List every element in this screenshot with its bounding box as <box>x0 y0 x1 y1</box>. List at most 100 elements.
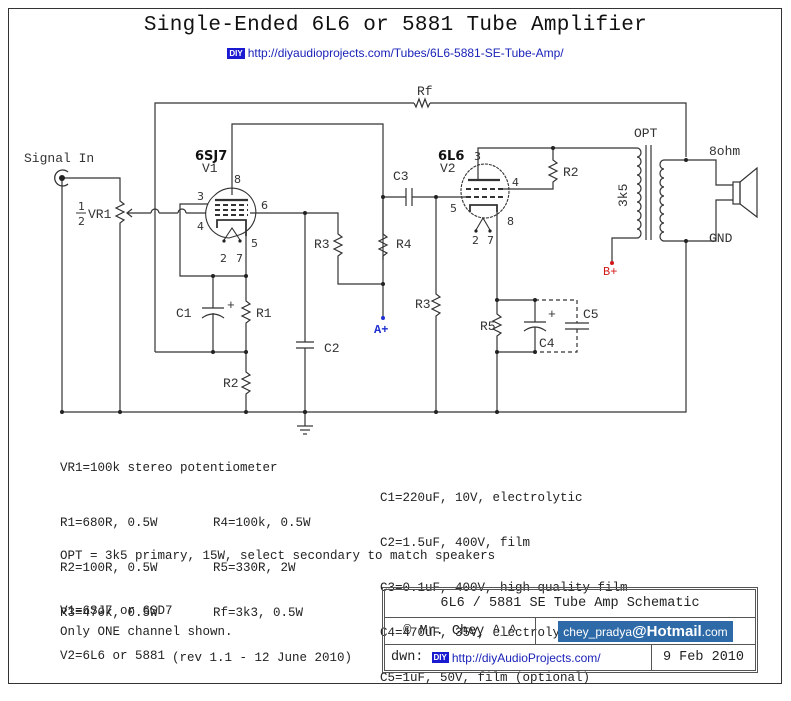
junction-dot <box>495 350 499 354</box>
junction-dot <box>381 195 385 199</box>
v2-pin-5: 5 <box>450 202 457 215</box>
r2-stage1-label: R2 <box>223 376 239 391</box>
heater-pin-dot <box>222 239 226 243</box>
r1-symbol <box>240 296 252 352</box>
r3-stage1-symbol <box>332 232 383 285</box>
notes-resistors-right: R4=100k, 0.5W R5=330R, 2W Rf=3k3, 0.5W <box>213 486 311 636</box>
diy-audio-projects-link[interactable]: http://diyAudioProjects.com/ <box>451 650 601 665</box>
email-at: @ <box>632 622 647 640</box>
v1-pin-4: 4 <box>197 220 204 233</box>
email-user: chey_pradya <box>563 624 633 639</box>
speaker-wire-bottom <box>664 199 733 242</box>
signal-in-label: Signal In <box>24 151 94 166</box>
junction-dot <box>381 282 385 286</box>
junction-dot <box>684 158 688 162</box>
rf-resistor-symbol <box>413 97 431 109</box>
junction-dots <box>60 146 688 414</box>
wiper-arrow <box>126 208 133 218</box>
c2-label: C2 <box>324 341 340 356</box>
junction-dot <box>303 410 307 414</box>
v2-pin-2: 2 <box>472 234 479 247</box>
b-plus-label: B+ <box>603 265 617 279</box>
speaker-cone-icon <box>739 166 758 219</box>
title-block: 6L6 / 5881 SE Tube Amp Schematic © Mr. C… <box>382 587 758 673</box>
v1-pin-7: 7 <box>236 252 243 265</box>
junction-dot <box>244 350 248 354</box>
author: © Mr. Chey ^_^ <box>403 623 517 639</box>
page-frame <box>8 8 782 684</box>
v1-type-label: 6SJ7 <box>195 149 227 164</box>
heater-pin-dot <box>238 239 242 243</box>
diy-logo-icon: DIY <box>227 48 245 59</box>
note-v2: V2=6L6 or 5881 <box>60 649 166 663</box>
vr1-label: VR1 <box>88 207 112 222</box>
junction-dot <box>551 146 555 150</box>
rf-label: Rf <box>417 84 433 99</box>
note-r1: R1=680R, 0.5W <box>60 516 158 530</box>
c4-plus: + <box>548 307 556 322</box>
speaker-magnet <box>732 181 741 205</box>
source-url-link[interactable]: http://diyaudioprojects.com/Tubes/6L6-58… <box>247 46 564 60</box>
feedback-wire-left <box>154 102 414 352</box>
r2-stage2-symbol <box>503 148 559 190</box>
tube-v2-heater <box>475 216 491 231</box>
junction-dot <box>434 195 438 199</box>
v2-type-label: 6L6 <box>438 149 464 164</box>
speaker-impedance-label: 8ohm <box>709 144 740 159</box>
junction-dot <box>684 239 688 243</box>
note-r5: R5=330R, 2W <box>213 561 296 575</box>
r5-symbol <box>491 210 503 412</box>
note-rf: Rf=3k3, 0.5W <box>213 606 304 620</box>
junction-dot <box>495 298 499 302</box>
junction-dot <box>533 350 537 354</box>
vr1-potentiometer-symbol <box>114 197 126 412</box>
tube-v1 <box>205 187 257 241</box>
c1-plus: + <box>227 298 235 313</box>
c3-label: C3 <box>393 169 409 184</box>
note-r3: R3=470k, 0.5W <box>60 606 158 620</box>
vr1-fraction-den: 2 <box>78 215 85 228</box>
notes-tubes: V1=6SJ7 or 6SD7 V2=6L6 or 5881 <box>60 574 173 679</box>
r5-label: R5 <box>480 319 496 334</box>
tube-v2 <box>460 163 510 231</box>
author-email-link[interactable]: chey_pradya@Hotmail.com <box>558 620 733 642</box>
c5-label: C5 <box>583 307 599 322</box>
signal-in-jack-icon <box>54 169 69 187</box>
wires <box>61 97 758 435</box>
tube-v1-heater <box>223 227 241 241</box>
heater-pin-dot <box>488 229 492 233</box>
vr1-fraction-num: 1 <box>78 200 85 213</box>
v1-pin-6: 6 <box>261 199 268 212</box>
note-c5: C5=1uF, 50V, film (optional) <box>380 671 591 685</box>
note-opt: OPT = 3k5 primary, 15W, select secondary… <box>60 549 496 563</box>
title-block-name-row: 6L6 / 5881 SE Tube Amp Schematic <box>385 590 755 618</box>
note-revision: (rev 1.1 - 12 June 2010) <box>172 651 353 665</box>
wire-jump-2 <box>177 208 187 214</box>
speaker-wire-top <box>664 159 733 186</box>
v1-label: V1 <box>202 161 218 176</box>
signal-wire <box>62 177 121 197</box>
opt-primary-label: 3k5 <box>616 184 631 207</box>
r4-label: R4 <box>396 237 412 252</box>
a-plus-label: A+ <box>374 323 388 337</box>
c4-label: C4 <box>539 336 555 351</box>
heater-pin-dot <box>474 229 478 233</box>
v1-plate-wire <box>231 123 384 260</box>
junction-dot <box>533 298 537 302</box>
junction-dot <box>495 410 499 414</box>
v2-pin-8: 8 <box>507 215 514 228</box>
v2-label: V2 <box>440 161 456 176</box>
c1-label: C1 <box>176 306 192 321</box>
v1-pin-5: 5 <box>251 237 258 250</box>
r3-stage2-symbol <box>430 197 442 412</box>
junction-dot <box>434 410 438 414</box>
diy-logo-icon: DIY <box>431 652 449 663</box>
notes-resistors-left: R1=680R, 0.5W R2=100R, 0.5W R3=470k, 0.5… <box>60 486 158 636</box>
note-c1: C1=220uF, 10V, electrolytic <box>380 491 583 505</box>
junction-dot <box>303 211 307 215</box>
junction-dot <box>118 410 122 414</box>
